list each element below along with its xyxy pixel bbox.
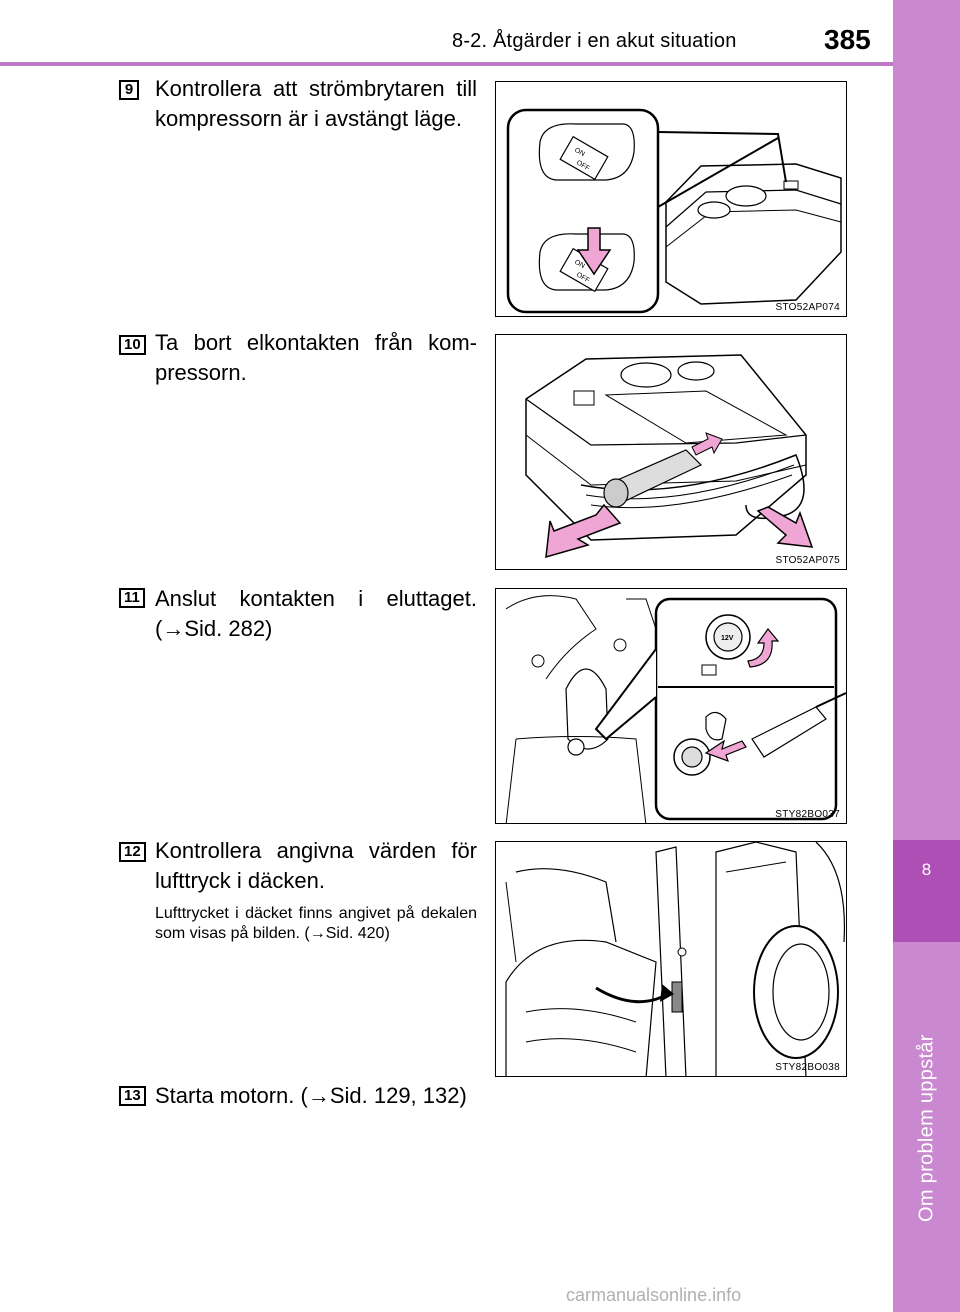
chapter-sidebar: 8 Om problem uppstår xyxy=(893,0,960,1312)
step-text-9: Kontrollera att strömbrytaren till kompr… xyxy=(155,76,477,131)
step-number-11: 11 xyxy=(119,588,145,608)
header-divider xyxy=(0,62,893,66)
step-number-10: 10 xyxy=(119,335,146,355)
step-number-9: 9 xyxy=(119,80,139,100)
svg-text:12V: 12V xyxy=(721,635,734,642)
figure-code: STO52AP074 xyxy=(775,302,840,313)
svg-text:ON: ON xyxy=(573,259,586,270)
watermark: carmanualsonline.info xyxy=(566,1285,742,1305)
chapter-label: Om problem uppstår xyxy=(915,1034,938,1222)
figure-tire-pressure-label: STY82BO038 xyxy=(495,841,847,1077)
step-text-10: Ta bort elkontakten från kom-pressorn. xyxy=(155,330,477,385)
step-number-13: 13 xyxy=(119,1086,146,1106)
step-text-13: Starta motorn. (→Sid. 129, 132) xyxy=(155,1083,467,1108)
figure-compressor-switch: ON OFF ON OFF STO52AP074 xyxy=(495,81,847,317)
figure-code: STY82BO037 xyxy=(775,809,840,820)
figure-code: STO52AP075 xyxy=(775,555,840,566)
step-number-12: 12 xyxy=(119,842,146,862)
step-text-12: Kontrollera angivna värden för lufttryck… xyxy=(155,838,477,893)
figure-code: STY82BO038 xyxy=(775,1062,840,1073)
step-note-12: Lufttrycket i däcket finns angivet på de… xyxy=(155,905,477,942)
figure-unplug-compressor: STO52AP075 xyxy=(495,334,847,570)
figure-power-outlet: 12V STY82BO037 xyxy=(495,588,847,824)
svg-text:ON: ON xyxy=(573,147,586,158)
chapter-number-tab[interactable]: 8 xyxy=(893,840,960,942)
step-text-11: Anslut kontakten i eluttaget. (→Sid. 282… xyxy=(155,586,477,641)
section-title: 8-2. Åtgärder i en akut situation xyxy=(452,30,737,52)
page-number: 385 xyxy=(824,24,871,55)
